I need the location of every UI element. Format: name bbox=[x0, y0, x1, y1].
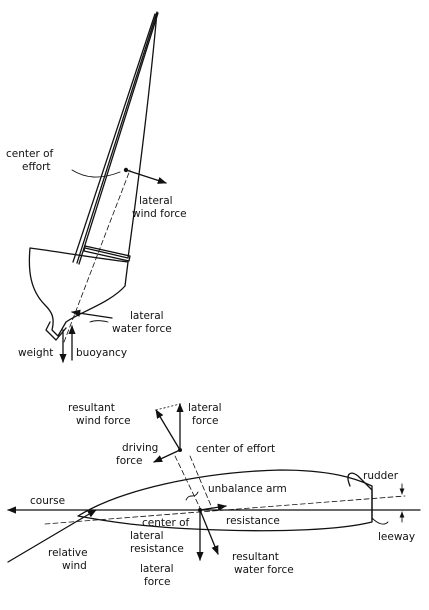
unbalance-dash-2 bbox=[189, 455, 213, 509]
label-resultant-2: wind force bbox=[76, 415, 131, 427]
label-weight: weight bbox=[18, 347, 53, 359]
label-center-of-effort-1: center of bbox=[6, 148, 54, 160]
label-driving-2: force bbox=[116, 455, 142, 467]
resultant-wind-force-arrow bbox=[155, 409, 181, 451]
resultant-water-force-arrow bbox=[199, 509, 219, 555]
lateral-wind-force-arrow bbox=[125, 169, 167, 184]
unbalance-dash-1 bbox=[174, 455, 201, 509]
label-lateral-wind-2: wind force bbox=[132, 208, 187, 220]
label-rudder: rudder bbox=[363, 470, 399, 482]
hull-section bbox=[28, 247, 129, 337]
label-resultant-1: resultant bbox=[68, 402, 115, 414]
driving-force-arrow bbox=[153, 449, 181, 463]
rudder bbox=[347, 472, 373, 521]
construction-line-1 bbox=[155, 403, 181, 411]
boom bbox=[83, 245, 131, 262]
centerline bbox=[63, 169, 131, 343]
label-resultant-water-1: resultant bbox=[232, 551, 279, 563]
label-clr-3: resistance bbox=[130, 543, 184, 555]
plan-view-diagram: resultant wind force lateral force drivi… bbox=[7, 402, 421, 588]
water-force-leader bbox=[89, 320, 109, 323]
sail bbox=[76, 11, 158, 264]
label-buoyancy: buoyancy bbox=[76, 347, 127, 359]
label-center-of-effort-plan: center of effort bbox=[196, 443, 275, 455]
label-clr-1: center of bbox=[142, 517, 190, 529]
heeled-boat-diagram: center of effort lateral wind force late… bbox=[6, 11, 187, 363]
label-driving-1: driving bbox=[122, 442, 158, 454]
label-lateral-water-2: water force bbox=[112, 323, 172, 335]
label-course: course bbox=[30, 495, 65, 507]
label-center-of-effort-2: effort bbox=[22, 161, 51, 173]
label-lateral-water-1: lateral bbox=[130, 310, 164, 322]
hull-plan bbox=[77, 469, 373, 532]
center-of-effort-leader bbox=[71, 169, 121, 178]
mast bbox=[72, 12, 159, 265]
label-resultant-water-2: water force bbox=[234, 564, 294, 576]
unbalance-arm-squiggle bbox=[185, 491, 199, 501]
keel bbox=[45, 321, 67, 341]
lateral-water-force-arrow bbox=[71, 309, 113, 319]
label-lateral-bottom-2: force bbox=[144, 576, 170, 588]
label-leeway: leeway bbox=[378, 531, 415, 543]
resistance-arrow bbox=[199, 503, 227, 511]
label-lateral-bottom-1: lateral bbox=[140, 563, 174, 575]
label-lateral-top-1: lateral bbox=[188, 402, 222, 414]
label-relative-wind-2: wind bbox=[62, 560, 87, 572]
label-unbalance-arm: unbalance arm bbox=[208, 483, 287, 495]
leeway-leader bbox=[371, 517, 389, 525]
label-resistance: resistance bbox=[226, 515, 280, 527]
label-lateral-top-2: force bbox=[192, 415, 218, 427]
label-relative-wind-1: relative bbox=[48, 547, 88, 559]
relative-wind-arrow bbox=[7, 509, 97, 563]
label-lateral-wind-1: lateral bbox=[139, 195, 173, 207]
label-clr-2: lateral bbox=[130, 530, 164, 542]
